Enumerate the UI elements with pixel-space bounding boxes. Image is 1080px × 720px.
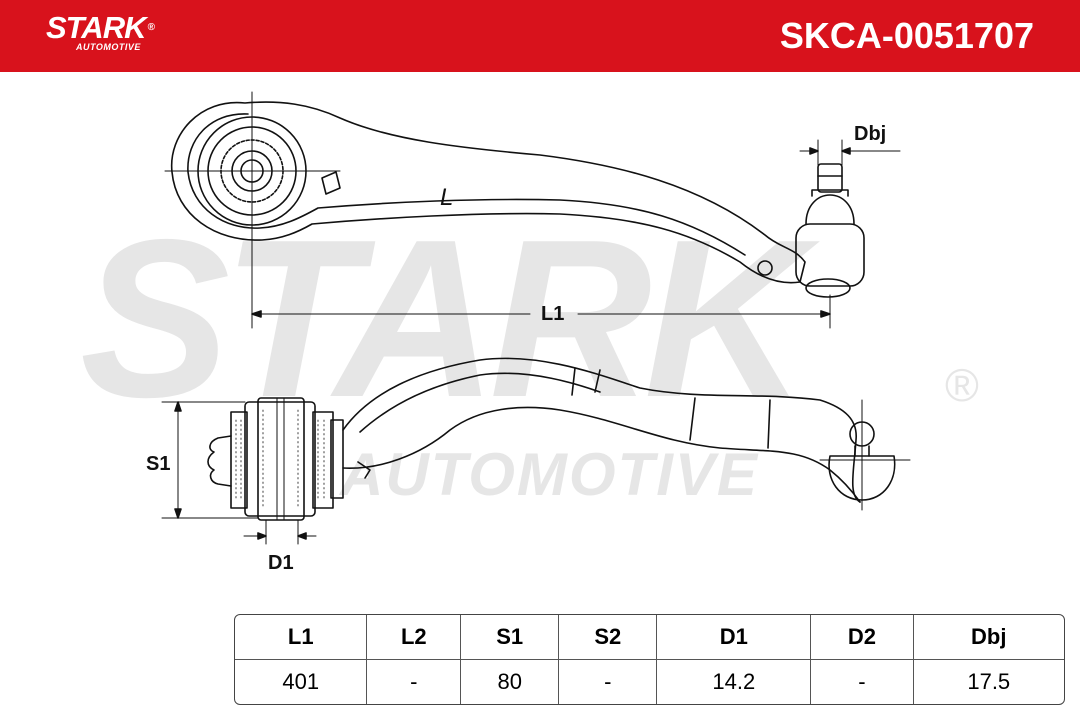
d1-dimension-label: D1 (268, 552, 294, 574)
specs-value-cell: - (811, 660, 914, 704)
arm-side-mark: L (440, 184, 453, 211)
s1-dimension-label: S1 (146, 453, 171, 475)
specs-value-cell: 17.5 (967, 669, 1011, 694)
specs-header-cell: D2 (811, 615, 914, 660)
l1-dimension-label: L1 (541, 303, 565, 325)
specs-value-cell: 14.2 (657, 660, 812, 704)
specs-header-cell: Dbj (913, 615, 1064, 660)
dbj-dimension-label: Dbj (854, 123, 887, 145)
specs-value-cell: - (559, 660, 658, 704)
brand-registered-mark: ® (147, 22, 154, 33)
specs-header-cell: S2 (559, 615, 658, 660)
watermark-logo: STARK (80, 192, 806, 444)
watermark-registered-mark: ® (945, 359, 979, 411)
brand-subtitle: AUTOMOTIVE (76, 42, 141, 52)
side-view (161, 357, 911, 545)
specs-header-cell: L1 (235, 615, 368, 660)
specs-header-cell: L2 (367, 615, 462, 660)
specs-header-cell: S1 (461, 615, 560, 660)
specs-table: L1 L2 S1 S2 D1 D2 Dbj 401 - 80 - 14.2 - … (234, 614, 1065, 705)
part-number: SKCA-0051707 (779, 15, 1034, 56)
top-view: L (164, 91, 901, 329)
brand-name: STARK (46, 10, 146, 45)
header-bar: STARK® AUTOMOTIVE SKCA-0051707 (0, 0, 1080, 72)
specs-value-cell: 401 (235, 660, 368, 704)
specs-value-row: 401 - 80 - 14.2 - 17.5 (235, 660, 1064, 704)
specs-header-cell: D1 (657, 615, 812, 660)
brand-logo: STARK® AUTOMOTIVE (46, 10, 155, 53)
specs-value-cell: 80 (461, 660, 560, 704)
specs-value-cell: - (367, 660, 462, 704)
specs-header-row: L1 L2 S1 S2 D1 D2 Dbj (235, 615, 1064, 660)
